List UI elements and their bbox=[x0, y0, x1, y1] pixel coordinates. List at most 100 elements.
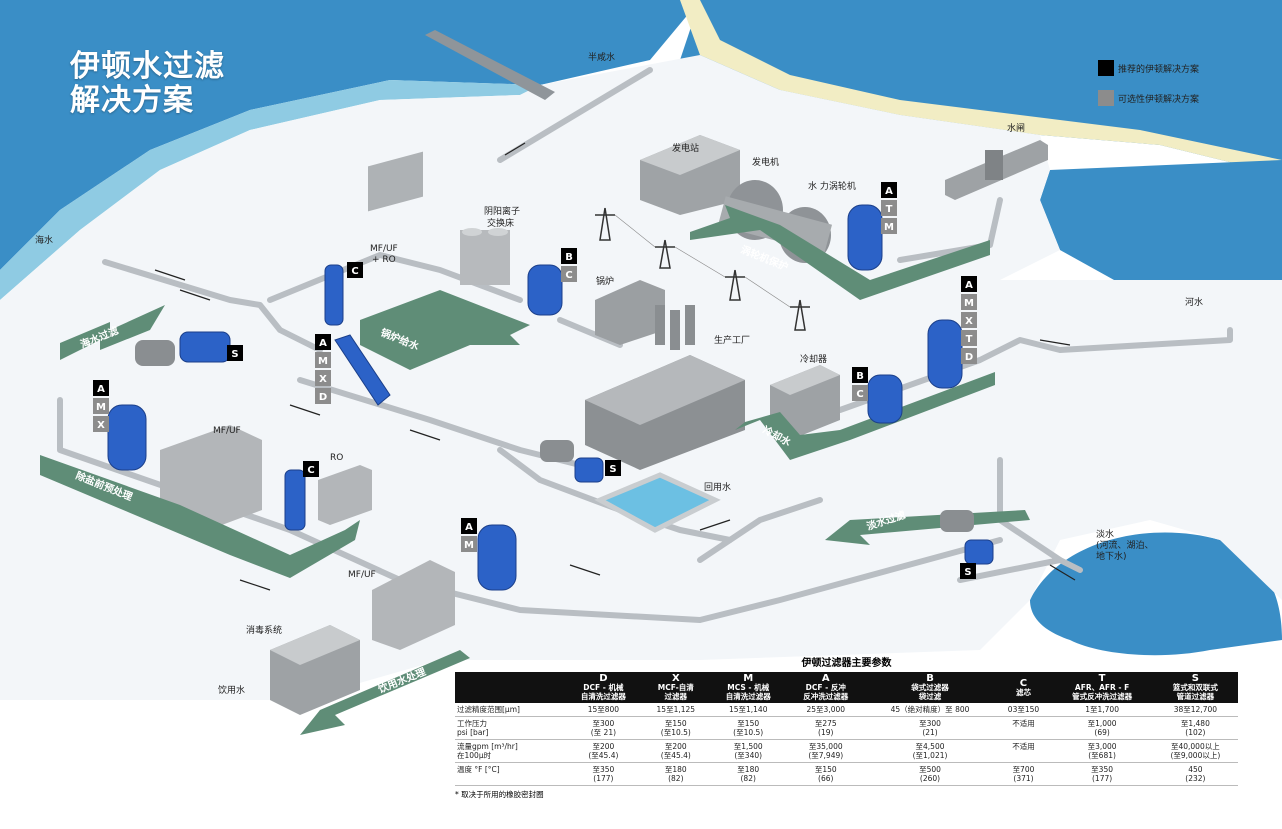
column-sub1: DCF - 反冲 bbox=[805, 683, 846, 692]
filter-vessel-boiler bbox=[527, 264, 563, 316]
cell-line1: 25至3,000 bbox=[806, 705, 846, 714]
strainer-plant bbox=[574, 457, 604, 483]
cell-line2: (232) bbox=[1185, 774, 1206, 783]
label-mfuf-left: MF/UF bbox=[213, 426, 241, 436]
production-plant-building bbox=[585, 355, 745, 470]
cell-line1: 15至800 bbox=[587, 705, 620, 714]
column-sub1: AFR、AFR - F bbox=[1074, 683, 1130, 692]
cell-line1: 15至1,125 bbox=[656, 705, 696, 714]
cell-line1: 至4,500 bbox=[915, 742, 945, 751]
legend-swatch-grey bbox=[1098, 90, 1114, 106]
cell-line2: (至1,021) bbox=[912, 751, 948, 760]
arrow-fresh-filter bbox=[825, 510, 1030, 545]
badge-a-right: A bbox=[965, 280, 973, 291]
column-sub2: 反冲洗过滤器 bbox=[803, 692, 849, 701]
table-cell: 至700(371) bbox=[995, 762, 1052, 786]
cell-line1: 45（绝对精度）至 800 bbox=[890, 705, 970, 714]
badge-s-fresh: S bbox=[964, 567, 971, 578]
badge-c-ro: C bbox=[307, 465, 314, 476]
ro-rack-left bbox=[318, 465, 372, 525]
label-mfuf-rd-2: + RO bbox=[372, 255, 396, 265]
column-sub2: 袋过滤 bbox=[918, 692, 942, 701]
cartridge-filter-top bbox=[324, 264, 344, 326]
disinfection-unit bbox=[270, 625, 360, 715]
table-cell: 至300(至 21) bbox=[564, 716, 643, 740]
filter-vessel-turbine bbox=[847, 204, 883, 271]
table-cell: 至40,000以上(至9,000以上) bbox=[1152, 739, 1238, 763]
badge-b-boiler: B bbox=[565, 252, 573, 263]
arrow-cooling-water bbox=[735, 372, 995, 460]
row-header-line1: 工作压力 bbox=[457, 719, 487, 728]
arrow-drinking bbox=[300, 650, 470, 735]
table-row: 温度 °F [°C]至350(177)至180(82)至180(82)至150(… bbox=[455, 762, 1238, 786]
cell-line2: (66) bbox=[818, 774, 834, 783]
cell-line2: (至681) bbox=[1088, 751, 1116, 760]
cell-line2: (69) bbox=[1094, 728, 1110, 737]
badge-d-mid: D bbox=[319, 392, 327, 403]
label-plant: 生产工厂 bbox=[714, 334, 750, 346]
badge-t-turbine: T bbox=[886, 204, 893, 215]
column-sub1: MCS - 机械 bbox=[727, 683, 770, 692]
legend-recommended: 推荐的伊顿解决方案 bbox=[1098, 60, 1199, 76]
row-header-line2: 在100µ时 bbox=[457, 751, 492, 760]
badge-a-turbine: A bbox=[885, 186, 893, 197]
table-cell: 至1,480(102) bbox=[1152, 716, 1238, 740]
table-cell: 至3,000(至681) bbox=[1051, 739, 1153, 763]
power-towers bbox=[595, 207, 810, 331]
arrow-turbine-protect bbox=[690, 205, 990, 300]
boiler-building bbox=[595, 280, 695, 350]
column-code: B bbox=[926, 673, 934, 684]
filter-vessel-cooler-a bbox=[927, 319, 963, 389]
label-half-salt: 半咸水 bbox=[588, 51, 615, 63]
column-code: M bbox=[743, 673, 754, 684]
strainer-seawater bbox=[179, 331, 231, 363]
legend-optional-label: 可选性伊顿解决方案 bbox=[1118, 94, 1200, 105]
place-labels: 海水 半咸水 水闸 河水 发电站 发电机 水 力涡轮机 阴阳离子 交换床 锅炉 … bbox=[35, 51, 1203, 696]
table-cell: 15至1,125 bbox=[642, 703, 710, 717]
table-cell: 不适用 bbox=[995, 716, 1052, 740]
badge-m-mid: M bbox=[318, 356, 328, 367]
title-line-1: 伊顿水过滤 bbox=[70, 49, 225, 84]
cell-line1: 至300 bbox=[919, 719, 941, 728]
ion-exchange-tanks bbox=[460, 228, 510, 285]
cell-line2: (102) bbox=[1185, 728, 1206, 737]
column-sub2: 管式反冲洗过滤器 bbox=[1072, 692, 1133, 701]
badge-a-left: A bbox=[97, 384, 105, 395]
column-sub2: 自清洗过滤器 bbox=[725, 692, 771, 701]
flow-direction-marks bbox=[154, 142, 1076, 591]
label-generator: 发电机 bbox=[752, 156, 779, 168]
arrow-boiler-feed bbox=[360, 290, 530, 370]
cell-line1: 至150 bbox=[664, 719, 687, 728]
table-cell: 至200(至45.4) bbox=[564, 739, 643, 763]
cell-line1: 至350 bbox=[592, 765, 615, 774]
arrow-desal bbox=[40, 455, 360, 578]
table-cell: 至150(至10.5) bbox=[642, 716, 710, 740]
label-cooler: 冷却器 bbox=[800, 353, 827, 365]
cell-line2: (至9,000以上) bbox=[1170, 751, 1221, 760]
table-cell: 38至12,700 bbox=[1152, 703, 1238, 717]
column-sub2: 自清洗过滤器 bbox=[580, 692, 626, 701]
badge-m-bottom: M bbox=[464, 540, 474, 551]
label-power-station: 发电站 bbox=[672, 142, 699, 154]
label-river: 河水 bbox=[1185, 296, 1203, 308]
cell-line2: (82) bbox=[668, 774, 684, 783]
column-code: A bbox=[821, 673, 830, 684]
label-mfuf-bottom: MF/UF bbox=[348, 570, 376, 580]
cell-line2: (19) bbox=[818, 728, 834, 737]
cell-line1: 至700 bbox=[1012, 765, 1035, 774]
cell-line1: 03至150 bbox=[1007, 705, 1040, 714]
sea-left bbox=[0, 0, 700, 270]
column-sub1: 篮式和双联式 bbox=[1172, 683, 1218, 692]
cell-line2: (371) bbox=[1013, 774, 1034, 783]
cell-line1: 至300 bbox=[592, 719, 615, 728]
label-disinfection: 消毒系统 bbox=[246, 624, 282, 636]
cell-line2: (21) bbox=[922, 728, 938, 737]
badge-s-seawater: S bbox=[231, 349, 238, 360]
cell-line2: (至10.5) bbox=[733, 728, 764, 737]
